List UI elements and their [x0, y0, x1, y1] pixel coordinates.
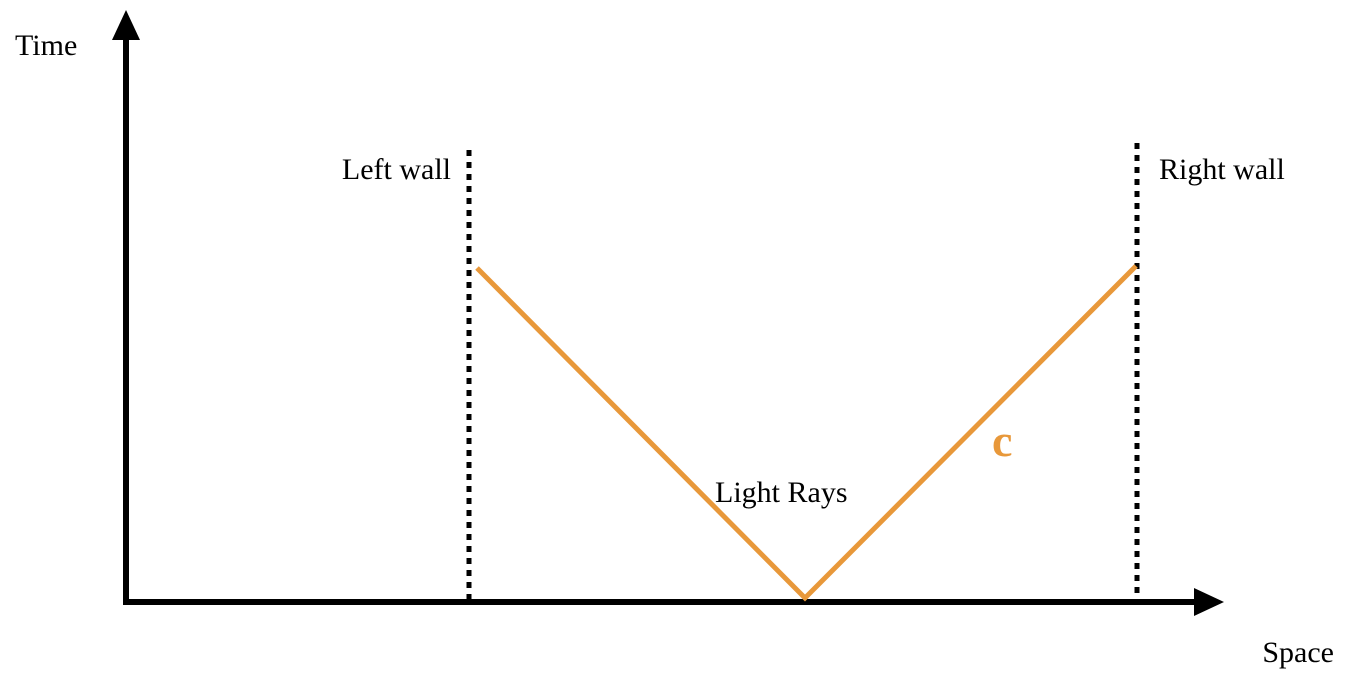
time-axis-arrowhead: [112, 10, 140, 40]
time-axis-label: Time: [15, 29, 77, 62]
left-wall-label: Left wall: [342, 153, 451, 186]
space-axis-arrowhead: [1194, 588, 1224, 616]
space-axis-label: Space: [1262, 636, 1334, 669]
right-wall-label: Right wall: [1159, 153, 1285, 186]
light-ray-path: [475, 264, 1138, 602]
speed-of-light-label: c: [992, 415, 1012, 466]
light-rays-label: Light Rays: [715, 476, 848, 509]
